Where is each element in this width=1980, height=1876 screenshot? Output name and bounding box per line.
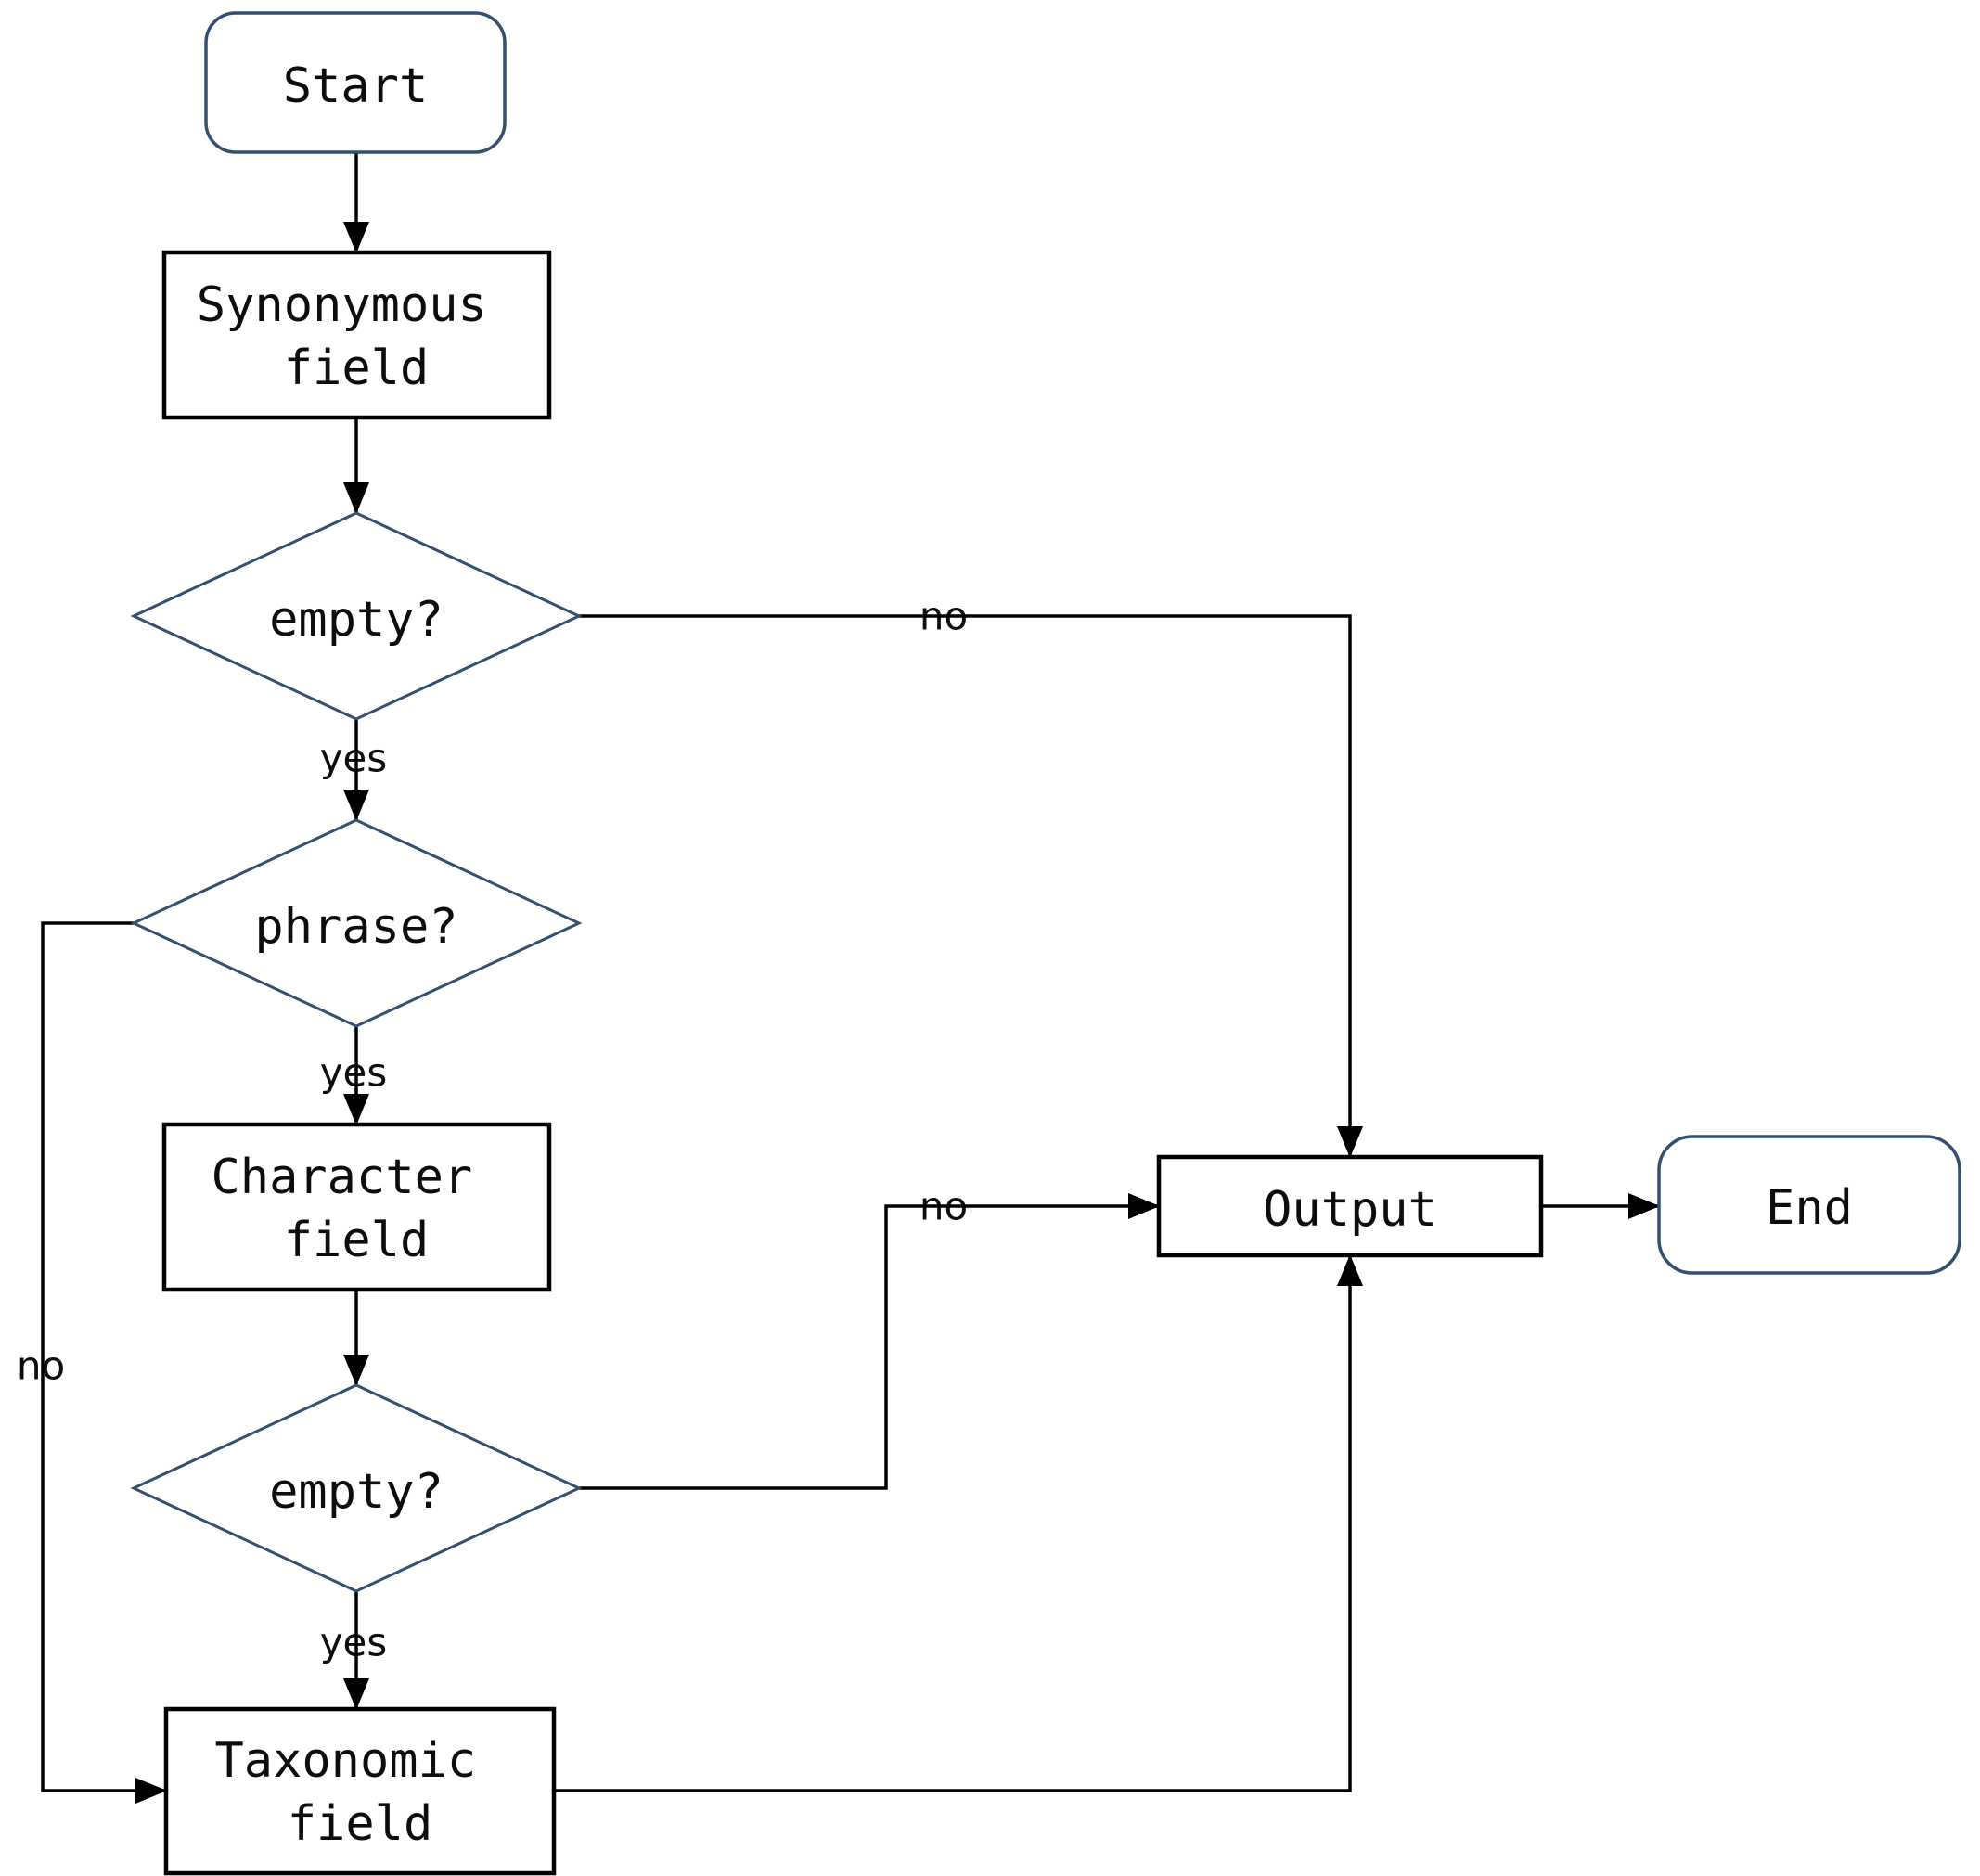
end-terminal-shape [1657, 1135, 1961, 1275]
node-phrase-check: phrase? [130, 818, 583, 1028]
start-terminal-shape [204, 11, 507, 154]
phrase-check-diamond [130, 818, 583, 1028]
node-taxonomic-field: Taxonomic field [163, 1706, 557, 1876]
empty-check-2-diamond [130, 1383, 583, 1593]
edge-label-no-phrase: no [17, 1343, 65, 1389]
edge-label-yes-phrase: yes [320, 1050, 388, 1096]
nodes: Start Synonymous field empty? phrase? [130, 11, 1961, 1876]
node-start: Start [204, 11, 507, 154]
edges [41, 152, 1660, 1804]
output-label: Output [1263, 1182, 1437, 1238]
taxonomic-field-shape [163, 1706, 557, 1876]
end-label: End [1766, 1180, 1853, 1236]
edge-empty2-no-to-output [579, 1193, 1160, 1490]
node-character-field: Character field [161, 1122, 552, 1292]
phrase-check-label: phrase? [254, 899, 457, 955]
node-synonymous-field: Synonymous field [161, 250, 552, 420]
node-end: End [1657, 1135, 1961, 1275]
empty-check-1-label: empty? [269, 592, 444, 648]
output-shape [1156, 1154, 1544, 1258]
character-field-label: Character field [211, 1134, 501, 1268]
edge-taxonomic-to-output [554, 1254, 1363, 1792]
node-empty-check-1: empty? [130, 511, 583, 721]
node-output: Output [1156, 1154, 1544, 1258]
node-empty-check-2: empty? [130, 1383, 583, 1593]
edge-phrase-no-to-taxonomic [41, 921, 167, 1804]
empty-check-1-diamond [130, 511, 583, 721]
empty-check-2-label: empty? [269, 1464, 444, 1520]
start-label: Start [283, 58, 429, 114]
edge-empty1-no-to-output [579, 614, 1363, 1158]
synonymous-field-label: Synonymous field [197, 262, 516, 396]
edge-label-yes-empty2: yes [320, 1620, 388, 1665]
character-field-shape [161, 1122, 552, 1292]
edge-label-yes-empty1: yes [320, 736, 388, 781]
taxonomic-field-label: Taxonomic field [214, 1717, 505, 1852]
synonymous-field-shape [161, 250, 552, 420]
